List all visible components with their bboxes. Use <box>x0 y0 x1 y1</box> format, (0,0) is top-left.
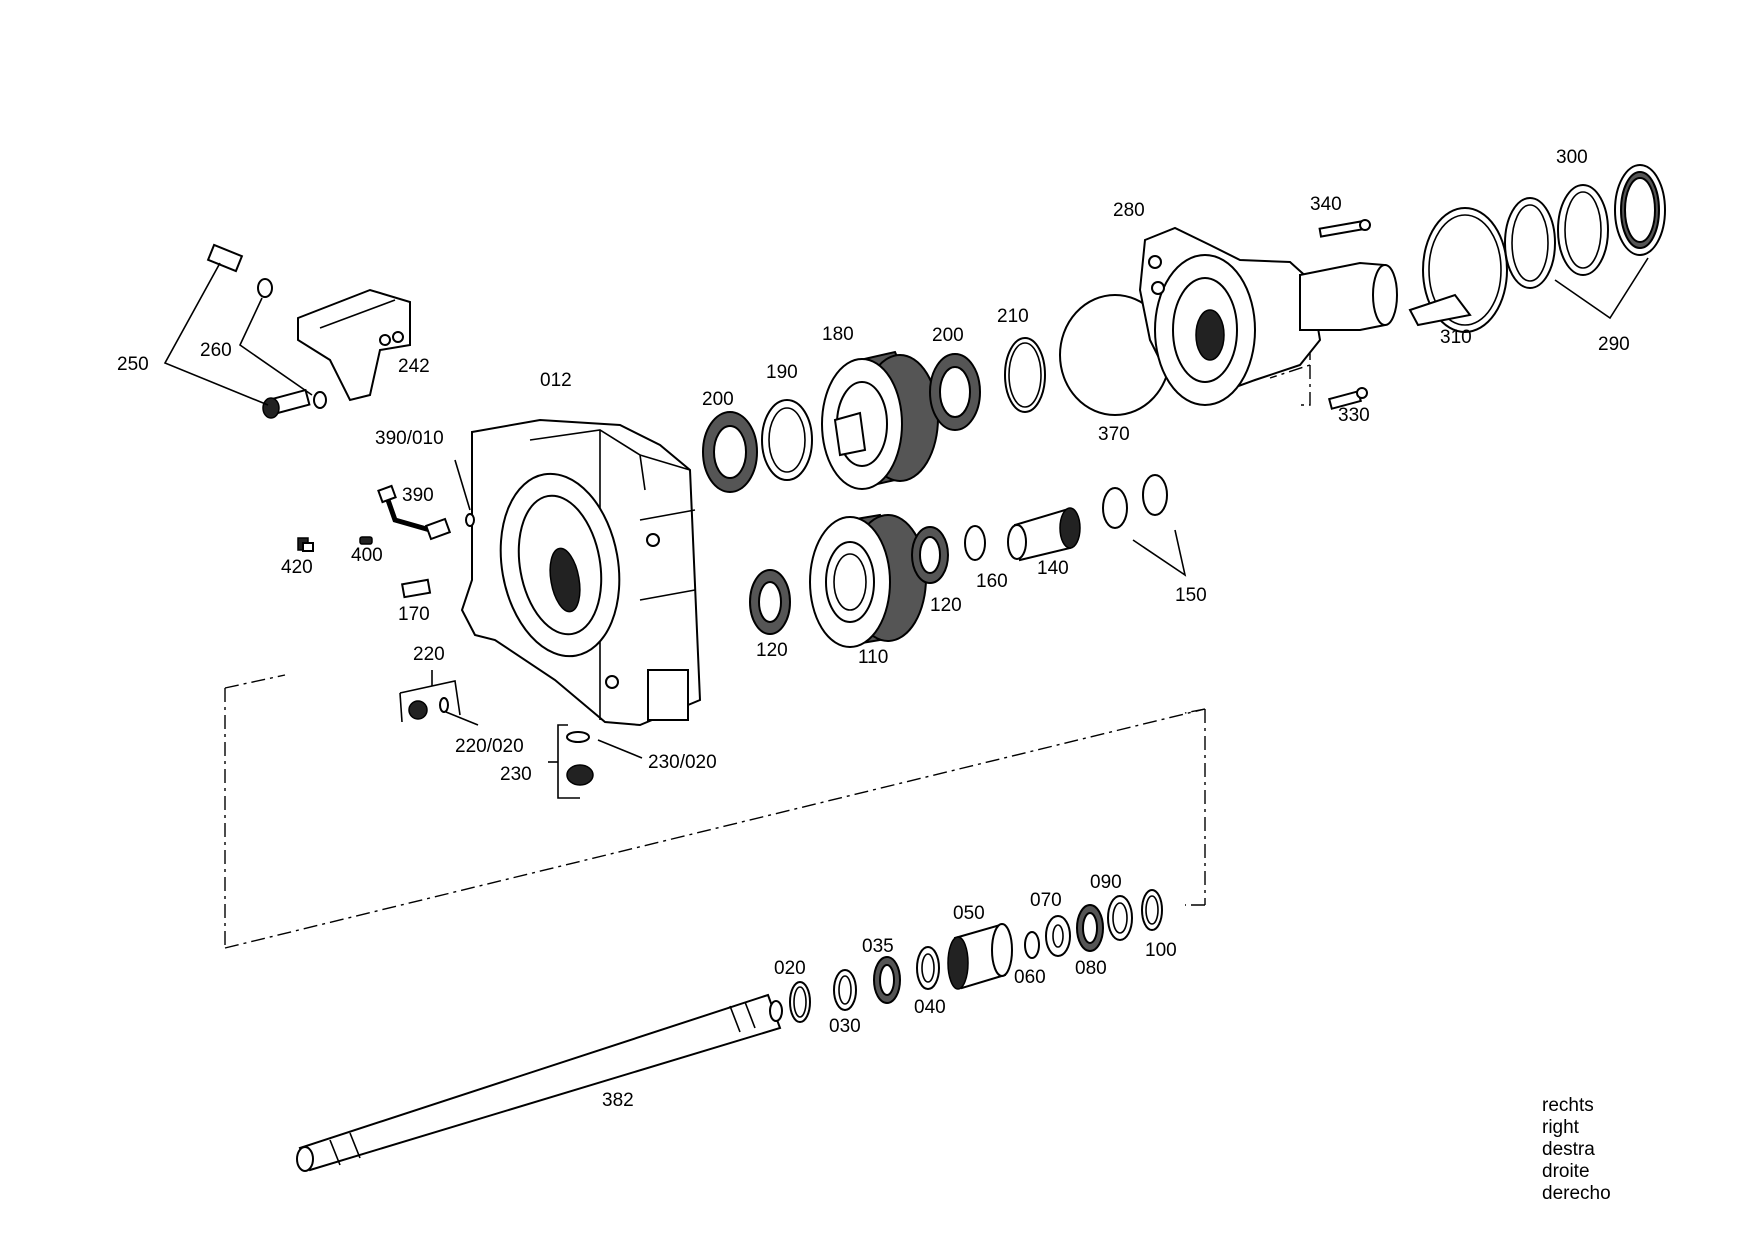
label-260: 260 <box>200 340 232 361</box>
leader-lines-250-260 <box>163 262 313 406</box>
side-legend-en: right <box>1542 1117 1580 1138</box>
label-230-020: 230/020 <box>648 752 717 773</box>
part-310-cover <box>1408 207 1508 333</box>
part-190-ring <box>761 399 813 481</box>
part-012-housing <box>460 418 702 727</box>
side-legend-es: derecho <box>1542 1183 1611 1204</box>
label-250: 250 <box>117 354 149 375</box>
label-080: 080 <box>1075 958 1107 979</box>
label-040: 040 <box>914 997 946 1018</box>
label-035: 035 <box>862 936 894 957</box>
side-legend-fr: droite <box>1542 1161 1590 1182</box>
part-200-bearing-left <box>702 411 758 493</box>
label-200-left: 200 <box>702 389 734 410</box>
part-080-bearing <box>1076 904 1104 952</box>
part-400-screw <box>359 536 373 545</box>
part-300-ring <box>1504 197 1556 289</box>
label-310: 310 <box>1440 327 1472 348</box>
part-382-shaft <box>296 993 783 1172</box>
label-020: 020 <box>774 958 806 979</box>
part-200-bearing-right <box>929 353 981 431</box>
label-220: 220 <box>413 644 445 665</box>
label-230: 230 <box>500 764 532 785</box>
label-210: 210 <box>997 306 1029 327</box>
label-382: 382 <box>602 1090 634 1111</box>
part-020-ring <box>789 981 811 1023</box>
part-330-bolt <box>1327 387 1368 410</box>
assembly-boundary <box>224 346 1311 949</box>
label-110: 110 <box>858 647 888 668</box>
side-legend-it: destra <box>1542 1139 1595 1160</box>
part-180-gear <box>821 350 939 490</box>
part-070-ring <box>1045 915 1071 957</box>
part-230-plug <box>548 724 643 799</box>
label-030: 030 <box>829 1016 861 1037</box>
part-290-rings <box>1554 164 1666 320</box>
label-180: 180 <box>822 324 854 345</box>
label-330: 330 <box>1338 405 1370 426</box>
label-280: 280 <box>1113 200 1145 221</box>
part-160-ring <box>964 525 986 561</box>
label-390-010: 390/010 <box>375 428 444 449</box>
part-210-ring <box>1004 337 1046 413</box>
part-035-bearing <box>873 956 901 1004</box>
part-250-bolts <box>206 243 311 419</box>
label-220-020: 220/020 <box>455 736 524 757</box>
label-100: 100 <box>1145 940 1177 961</box>
label-120-right: 120 <box>930 595 962 616</box>
label-070: 070 <box>1030 890 1062 911</box>
part-120-bearing-left <box>749 569 791 635</box>
label-160: 160 <box>976 571 1008 592</box>
part-050-needle-bearing <box>947 923 1013 990</box>
side-legend: rechts right destra droite derecho <box>1542 1095 1611 1204</box>
part-420-plug <box>297 537 314 552</box>
label-050: 050 <box>953 903 985 924</box>
part-280-flange-housing <box>1138 226 1398 406</box>
part-140-sleeve <box>1007 507 1081 562</box>
label-400: 400 <box>351 545 383 566</box>
label-190: 190 <box>766 362 798 383</box>
part-110-gear <box>809 513 927 648</box>
label-120-left: 120 <box>756 640 788 661</box>
part-150-rings <box>1102 474 1187 577</box>
label-340: 340 <box>1310 194 1342 215</box>
label-290: 290 <box>1598 334 1630 355</box>
part-100-ring <box>1141 889 1163 931</box>
label-140: 140 <box>1037 558 1069 579</box>
label-390: 390 <box>402 485 434 506</box>
part-030-ring <box>833 969 857 1011</box>
part-090-ring <box>1107 895 1133 941</box>
label-170: 170 <box>398 604 430 625</box>
part-040-ring <box>916 946 940 990</box>
label-060: 060 <box>1014 967 1046 988</box>
label-420: 420 <box>281 557 313 578</box>
label-370: 370 <box>1098 424 1130 445</box>
label-300: 300 <box>1556 147 1588 168</box>
part-242-bracket <box>297 288 411 402</box>
part-170-screw <box>400 578 432 599</box>
part-390-010-seal <box>454 459 475 527</box>
part-number-labels: 012 020 030 035 040 050 060 070 080 090 … <box>117 147 1630 1111</box>
part-340-bolt <box>1318 219 1371 238</box>
label-150: 150 <box>1175 585 1207 606</box>
side-legend-de: rechts <box>1542 1095 1594 1116</box>
part-260-washers <box>257 278 327 409</box>
label-012: 012 <box>540 370 572 391</box>
label-200-right: 200 <box>932 325 964 346</box>
part-220-plug <box>399 670 479 726</box>
part-390-pipe <box>377 484 452 541</box>
part-120-bearing-right <box>911 526 949 584</box>
label-090: 090 <box>1090 872 1122 893</box>
label-242: 242 <box>398 356 430 377</box>
part-060-ring <box>1024 931 1040 959</box>
